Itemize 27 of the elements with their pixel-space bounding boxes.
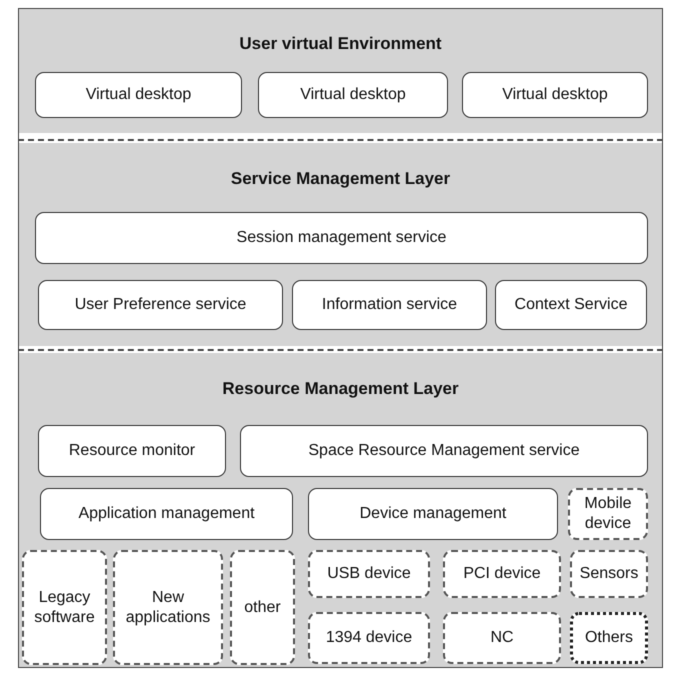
layer-title: Resource Management Layer xyxy=(221,379,460,399)
service-box: Virtual desktop xyxy=(462,72,648,118)
component-box: New applications xyxy=(113,550,223,665)
component-box: USB device xyxy=(308,550,430,598)
component-box: other xyxy=(230,550,295,665)
service-box: Virtual desktop xyxy=(258,72,448,118)
service-box: Virtual desktop xyxy=(35,72,242,118)
component-box: Others xyxy=(570,612,648,664)
service-box: User Preference service xyxy=(38,280,283,330)
component-box: Mobile device xyxy=(568,488,648,540)
layer-panel xyxy=(18,143,663,346)
layer-title: User virtual Environment xyxy=(238,34,443,54)
component-box: Legacy software xyxy=(22,550,107,665)
service-box: Resource monitor xyxy=(38,425,226,477)
component-box: 1394 device xyxy=(308,612,430,664)
service-box: Application management xyxy=(40,488,293,540)
service-box: Context Service xyxy=(495,280,647,330)
component-box: PCI device xyxy=(443,550,561,598)
component-box: Sensors xyxy=(570,550,648,598)
service-box: Space Resource Management service xyxy=(240,425,648,477)
service-box: Session management service xyxy=(35,212,648,264)
layer-panel xyxy=(18,8,663,133)
component-box: NC xyxy=(443,612,561,664)
layer-title: Service Management Layer xyxy=(230,169,452,189)
layer-panel xyxy=(18,353,663,668)
service-box: Information service xyxy=(292,280,487,330)
service-box: Device management xyxy=(308,488,558,540)
